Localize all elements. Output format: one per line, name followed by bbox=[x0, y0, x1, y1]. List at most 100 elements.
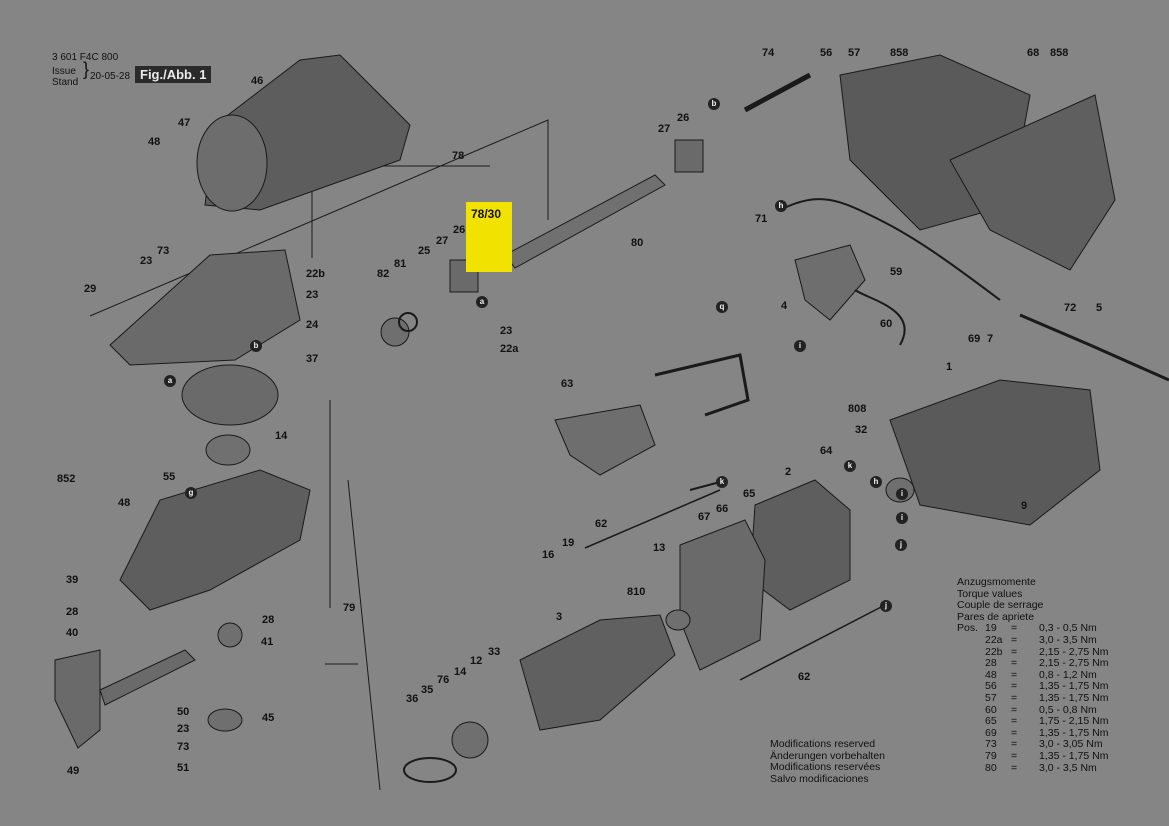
callout: 49 bbox=[67, 765, 80, 777]
callout: 27 bbox=[436, 235, 449, 247]
modifications-note: Modifications reserved Änderungen vorbeh… bbox=[770, 738, 886, 785]
connector-letter: i bbox=[896, 512, 908, 524]
torque-eq: = bbox=[1011, 668, 1018, 681]
callout: 2 bbox=[785, 466, 792, 478]
callout: 64 bbox=[820, 445, 833, 457]
callout: 45 bbox=[262, 712, 275, 724]
callout: 76 bbox=[437, 674, 450, 686]
callout: 23 bbox=[500, 325, 513, 337]
callout: 12 bbox=[470, 655, 483, 667]
torque-pos: 79 bbox=[985, 749, 997, 762]
callout: 46 bbox=[251, 75, 264, 87]
callout: 80 bbox=[631, 237, 644, 249]
torque-value: 0,8 - 1,2 Nm bbox=[1039, 668, 1097, 681]
torque-value: 1,35 - 1,75 Nm bbox=[1039, 749, 1109, 762]
callout: 71 bbox=[755, 213, 768, 225]
torque-row: 22a=3,0 - 3,5 Nm bbox=[957, 633, 1119, 647]
plunger-shaft-part bbox=[504, 174, 666, 269]
callout: 810 bbox=[627, 586, 646, 598]
torque-eq: = bbox=[1011, 645, 1018, 658]
connector-letter: q bbox=[716, 301, 728, 313]
connector-letter: g bbox=[185, 487, 197, 499]
torque-pos: 80 bbox=[985, 761, 997, 774]
torque-title-fr: Couple de serrage bbox=[957, 599, 1044, 612]
torque-eq: = bbox=[1011, 703, 1018, 716]
torque-pos: 73 bbox=[985, 738, 997, 751]
torque-row: 48=0,8 - 1,2 Nm bbox=[957, 668, 1119, 682]
callout: 81 bbox=[394, 258, 407, 270]
torque-eq: = bbox=[1011, 691, 1018, 704]
connector-letter: b bbox=[708, 98, 720, 110]
callout: 16 bbox=[542, 549, 555, 561]
mods-en: Modifications reserved bbox=[770, 738, 876, 750]
connector-letter: b bbox=[250, 340, 262, 352]
fan-guide-part bbox=[679, 519, 766, 671]
mods-de: Änderungen vorbehalten bbox=[770, 749, 886, 762]
callout: 14 bbox=[454, 666, 467, 678]
callout: 37 bbox=[306, 353, 319, 365]
callout: 62 bbox=[595, 518, 608, 530]
issue-label: Issue bbox=[52, 66, 76, 77]
torque-row: 69=1,35 - 1,75 Nm bbox=[957, 726, 1119, 740]
connector-letter: i bbox=[794, 340, 806, 352]
callout: 36 bbox=[406, 693, 419, 705]
torque-row: 60=0,5 - 0,8 Nm bbox=[957, 703, 1119, 717]
connector-letter: j bbox=[880, 600, 892, 612]
callout: 28 bbox=[66, 606, 79, 618]
connector-letter: h bbox=[870, 476, 882, 488]
callout: 67 bbox=[698, 511, 711, 523]
torque-pos: 57 bbox=[985, 691, 997, 704]
connector-letter: a bbox=[476, 296, 488, 308]
callout: 51 bbox=[177, 762, 190, 774]
torque-row: 28=2,15 - 2,75 Nm bbox=[957, 658, 1119, 670]
callout: 25 bbox=[418, 245, 431, 257]
torque-row: 73=3,0 - 3,05 Nm bbox=[957, 739, 1119, 751]
connector-letter: i bbox=[896, 488, 908, 500]
callout: 57 bbox=[848, 47, 861, 59]
callout: 24 bbox=[306, 319, 319, 331]
stand-label: Stand bbox=[52, 77, 79, 88]
gear-housing-part bbox=[119, 469, 311, 611]
callout: 47 bbox=[178, 117, 191, 129]
torque-value: 1,35 - 1,75 Nm bbox=[1039, 726, 1109, 739]
torque-pos-label: Pos. bbox=[957, 622, 979, 635]
callout: 68 bbox=[1027, 47, 1040, 59]
torque-title-de: Anzugsmomente bbox=[957, 576, 1036, 588]
callout: 48 bbox=[118, 497, 131, 509]
torque-row: Pos.19=0,3 - 0,5 Nm bbox=[957, 623, 1119, 635]
torque-pos: 22a bbox=[985, 633, 1003, 646]
armature-part bbox=[519, 614, 676, 731]
torque-row: 57=1,35 - 1,75 Nm bbox=[957, 691, 1119, 705]
switch-part bbox=[794, 244, 866, 321]
callout: 19 bbox=[562, 537, 575, 549]
torque-eq: = bbox=[1011, 622, 1018, 635]
callout: 858 bbox=[890, 47, 909, 59]
front-motor-housing-part bbox=[889, 379, 1101, 526]
torque-row: 80=3,0 - 3,5 Nm bbox=[957, 761, 1119, 775]
torque-eq: = bbox=[1011, 749, 1018, 762]
callout: 79 bbox=[343, 602, 356, 614]
footplate-part bbox=[54, 649, 101, 749]
torque-eq: = bbox=[1011, 761, 1018, 774]
callout: 858 bbox=[1050, 47, 1069, 59]
callout: 50 bbox=[177, 706, 190, 718]
callout: 60 bbox=[880, 318, 893, 330]
callout: 23 bbox=[177, 723, 190, 735]
torque-pos: 65 bbox=[985, 715, 997, 728]
callout: 63 bbox=[561, 378, 574, 390]
leader-frame-78 bbox=[89, 119, 549, 317]
torque-pos: 19 bbox=[985, 622, 997, 635]
torque-row: 79 = 1,35 - 1,75 Nm bbox=[957, 749, 1119, 763]
mods-fr: Modifications reservées bbox=[770, 761, 881, 774]
callout: 26 bbox=[453, 224, 466, 236]
callout: 28 bbox=[262, 614, 275, 626]
callout: 56 bbox=[820, 47, 833, 59]
callout: 29 bbox=[84, 283, 97, 295]
callout: 66 bbox=[716, 503, 729, 515]
torque-eq: = bbox=[1011, 715, 1018, 728]
callout: 852 bbox=[57, 473, 76, 485]
figure-label: Fig./Abb. 1 bbox=[135, 66, 212, 83]
torque-value: 2,15 - 2,75 Nm bbox=[1039, 657, 1109, 670]
